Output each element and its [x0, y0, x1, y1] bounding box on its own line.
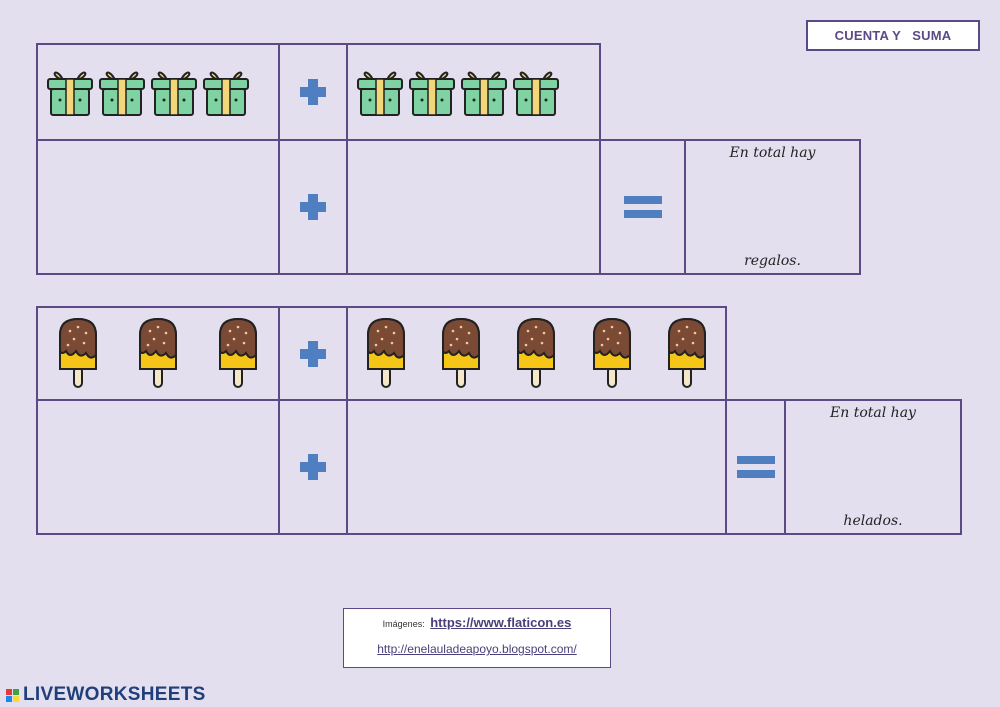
- gift-icon: [47, 71, 93, 116]
- gifts-total-box: En total hay regalos.: [684, 139, 861, 275]
- gift-icon: [203, 71, 249, 116]
- icecreams-left-group: [36, 306, 280, 401]
- gift-icon: [99, 71, 145, 116]
- plus-icon: [300, 79, 326, 105]
- gifts-left-group: [36, 43, 280, 141]
- gifts-left-count-answer[interactable]: [36, 139, 280, 275]
- plus-icon: [300, 340, 326, 367]
- brand-name: LIVEWORKSHEETS: [23, 684, 206, 705]
- liveworksheets-brand[interactable]: LIVEWORKSHEETS: [6, 684, 206, 706]
- icecreams-left-count-answer[interactable]: [36, 399, 280, 535]
- plus-cell-top-1: [278, 43, 348, 141]
- gift-icon: [357, 71, 403, 116]
- plus-cell-bottom-1: [278, 139, 348, 275]
- ice-cream-icon: [59, 317, 97, 388]
- plus-cell-top-2: [278, 306, 348, 401]
- gift-icon: [513, 71, 559, 116]
- ice-cream-icon: [592, 317, 631, 388]
- plus-cell-bottom-2: [278, 399, 348, 535]
- equals-icon: [623, 196, 662, 218]
- worksheet-title: CUENTA Y SUMA: [806, 20, 980, 51]
- ice-cream-icon: [442, 317, 481, 388]
- liveworksheets-logo-icon: [6, 688, 19, 702]
- plus-icon: [300, 194, 326, 220]
- gifts-total-answer[interactable]: [743, 189, 803, 225]
- credits-blog-row: http://enelauladeapoyo.blogspot.com/: [344, 642, 610, 656]
- ice-cream-icon: [219, 317, 257, 388]
- ice-cream-icon: [139, 317, 177, 388]
- gifts-right-count-answer[interactable]: [346, 139, 601, 275]
- ice-cream-icon: [517, 317, 556, 388]
- gifts-right-group: [346, 43, 601, 141]
- icecreams-total-suffix: helados.: [843, 513, 903, 529]
- equals-cell-1: [599, 139, 686, 275]
- credits-box: Imágenes: https://www.flaticon.es http:/…: [343, 608, 611, 668]
- icecreams-right-group: [346, 306, 727, 401]
- ice-cream-icon: [366, 317, 405, 388]
- gift-icon: [461, 71, 507, 116]
- credits-images-label: Imágenes:: [382, 619, 425, 629]
- ice-cream-icon: [668, 317, 707, 388]
- blog-link[interactable]: http://enelauladeapoyo.blogspot.com/: [377, 642, 577, 656]
- gift-icon: [151, 71, 197, 116]
- icecreams-total-prefix: En total hay: [830, 405, 916, 421]
- gift-icon: [409, 71, 455, 116]
- equals-icon: [736, 456, 775, 478]
- equals-cell-2: [725, 399, 786, 535]
- gifts-total-prefix: En total hay: [729, 145, 816, 161]
- flaticon-link[interactable]: https://www.flaticon.es: [430, 615, 572, 630]
- plus-icon: [300, 454, 326, 480]
- icecreams-right-count-answer[interactable]: [346, 399, 727, 535]
- gifts-total-suffix: regalos.: [744, 253, 801, 269]
- credits-images-row: Imágenes: https://www.flaticon.es: [344, 615, 610, 630]
- icecreams-total-answer[interactable]: [843, 449, 903, 485]
- icecreams-total-box: En total hay helados.: [784, 399, 962, 535]
